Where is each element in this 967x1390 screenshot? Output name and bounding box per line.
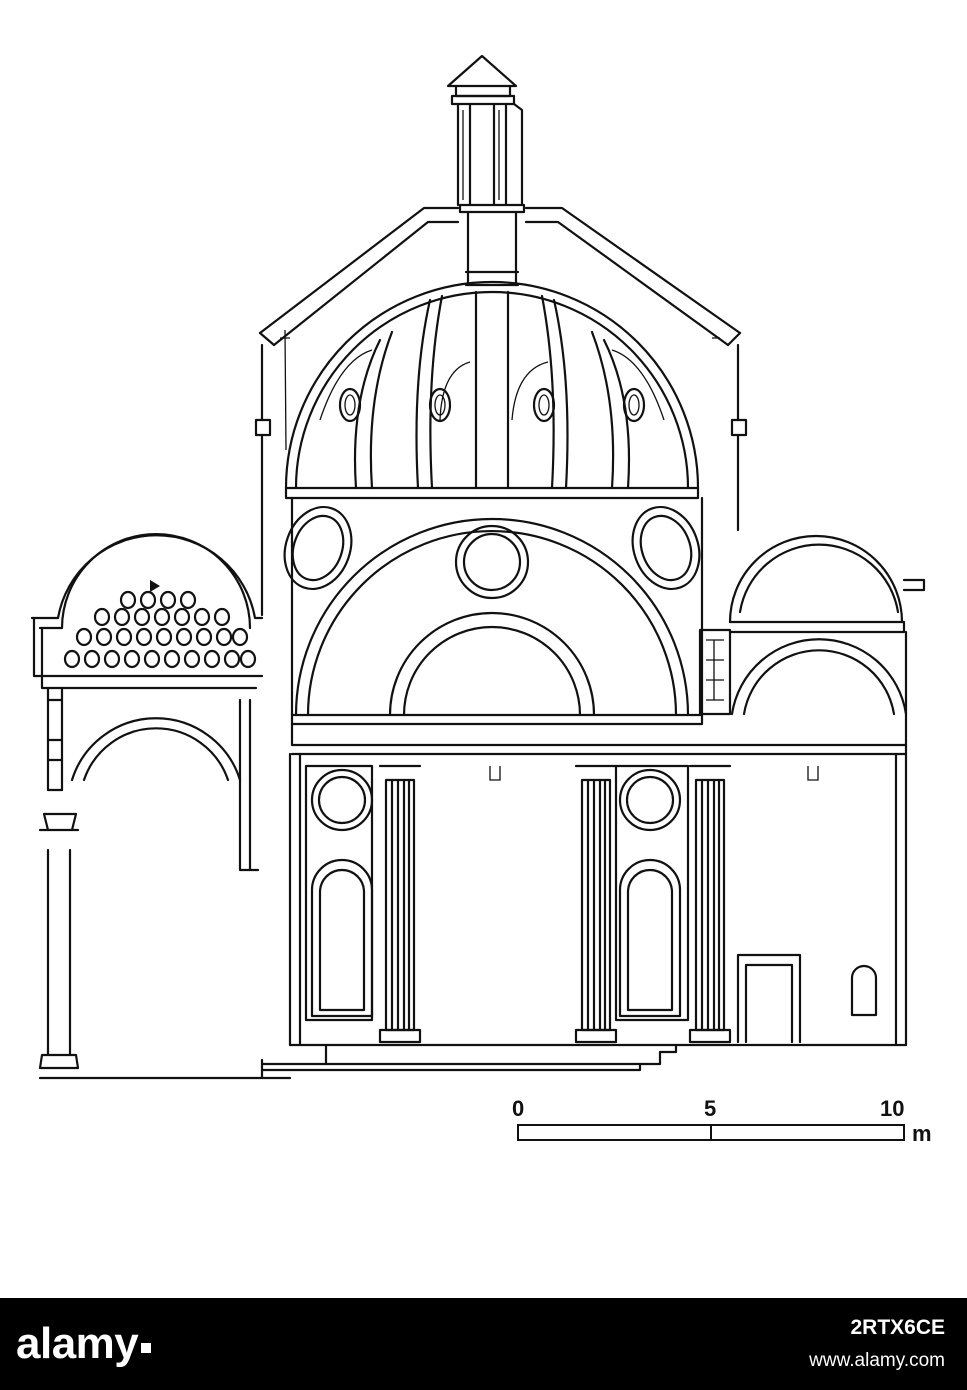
coffer bbox=[143, 649, 161, 669]
coffer bbox=[195, 627, 213, 647]
roof-gable bbox=[254, 206, 748, 617]
scale-bar: 0 5 10 m bbox=[512, 1096, 932, 1146]
coffer bbox=[135, 627, 153, 647]
logo-mark bbox=[141, 1343, 152, 1353]
coffer bbox=[239, 649, 257, 669]
coffer bbox=[163, 649, 181, 669]
scale-unit: m bbox=[912, 1121, 932, 1146]
coffer bbox=[203, 649, 221, 669]
coffer bbox=[95, 627, 113, 647]
coffer bbox=[103, 649, 121, 669]
main-dome bbox=[284, 280, 700, 500]
coffer bbox=[173, 607, 191, 627]
coffer bbox=[175, 627, 193, 647]
coffer bbox=[213, 607, 231, 627]
coffer bbox=[153, 607, 171, 627]
coffer bbox=[159, 590, 177, 610]
coffer bbox=[231, 627, 249, 647]
coffer bbox=[193, 607, 211, 627]
coffer bbox=[133, 607, 151, 627]
right-apse bbox=[698, 534, 926, 1047]
watermark-footer: alamy 2RTX6CE www.alamy.com bbox=[0, 1298, 967, 1390]
tympanum-zone bbox=[283, 496, 908, 756]
image-id: 2RTX6CE bbox=[850, 1316, 945, 1339]
site-url: www.alamy.com bbox=[809, 1350, 945, 1371]
coffer bbox=[75, 627, 93, 647]
scale-tick-5: 5 bbox=[704, 1096, 716, 1121]
brand-name: alamy bbox=[16, 1319, 139, 1368]
coffer bbox=[215, 627, 233, 647]
coffer bbox=[223, 649, 241, 669]
coffer bbox=[179, 590, 197, 610]
scale-tick-10: 10 bbox=[880, 1096, 904, 1121]
coffer bbox=[83, 649, 101, 669]
chapel-lower-order bbox=[260, 752, 908, 1072]
coffer bbox=[119, 590, 137, 610]
architectural-section-drawing: 0 5 10 m bbox=[30, 54, 932, 1146]
coffer bbox=[115, 627, 133, 647]
lantern bbox=[446, 54, 526, 287]
alamy-logo-icon: alamy bbox=[16, 1316, 152, 1372]
coffer bbox=[183, 649, 201, 669]
coffer bbox=[123, 649, 141, 669]
coffer bbox=[155, 627, 173, 647]
coffer bbox=[113, 607, 131, 627]
left-portico bbox=[30, 532, 292, 1080]
coffer bbox=[93, 607, 111, 627]
scale-tick-0: 0 bbox=[512, 1096, 524, 1121]
portico-dome-coffers bbox=[63, 590, 257, 669]
coffer bbox=[139, 590, 157, 610]
coffer bbox=[63, 649, 81, 669]
